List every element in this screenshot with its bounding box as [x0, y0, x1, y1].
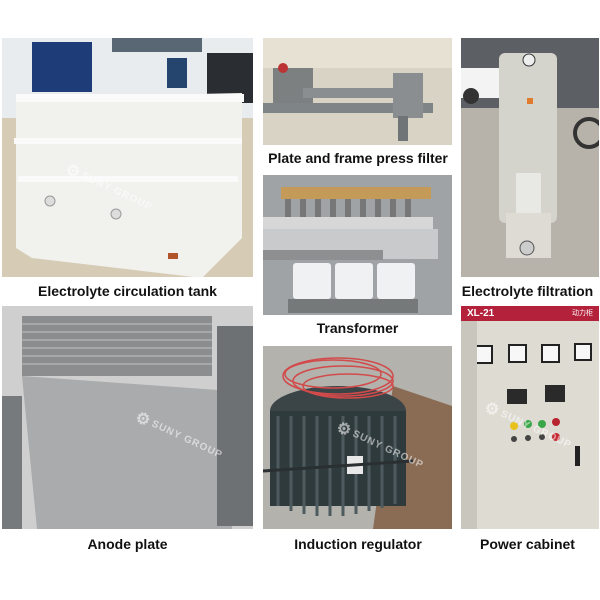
caption-electrolyte-filtration: Electrolyte filtration: [461, 283, 594, 299]
cabinet-model-label: XL-21: [467, 308, 495, 319]
caption-plate-frame-press-filter: Plate and frame press filter: [268, 150, 448, 166]
caption-transformer: Transformer: [316, 320, 399, 336]
photo-anode-plate: SUNY GROUP: [2, 306, 253, 529]
press-filter-illustration: [263, 38, 452, 141]
caption-induction-regulator: Induction regulator: [294, 536, 422, 552]
tank-illustration: [2, 38, 253, 277]
caption-anode-plate: Anode plate: [87, 536, 168, 552]
photo-power-cabinet: XL-21 动力柜 SUNY GROUP: [461, 306, 599, 529]
photo-transformer: [263, 175, 452, 315]
regulator-illustration: [263, 346, 452, 529]
transformer-illustration: [263, 175, 452, 315]
cabinet-cn-label: 动力柜: [572, 310, 593, 317]
cabinet-illustration: [461, 321, 599, 529]
photo-induction-regulator: SUNY GROUP: [263, 346, 452, 529]
photo-plate-frame-press-filter: [263, 38, 452, 145]
photo-electrolyte-filtration: [461, 38, 599, 277]
anode-plate-illustration: [2, 306, 253, 529]
caption-electrolyte-circulation-tank: Electrolyte circulation tank: [38, 283, 217, 299]
caption-power-cabinet: Power cabinet: [480, 536, 575, 552]
photo-electrolyte-circulation-tank: SUNY GROUP: [2, 38, 253, 277]
cabinet-header: XL-21 动力柜: [461, 306, 599, 321]
filtration-illustration: [461, 38, 599, 277]
